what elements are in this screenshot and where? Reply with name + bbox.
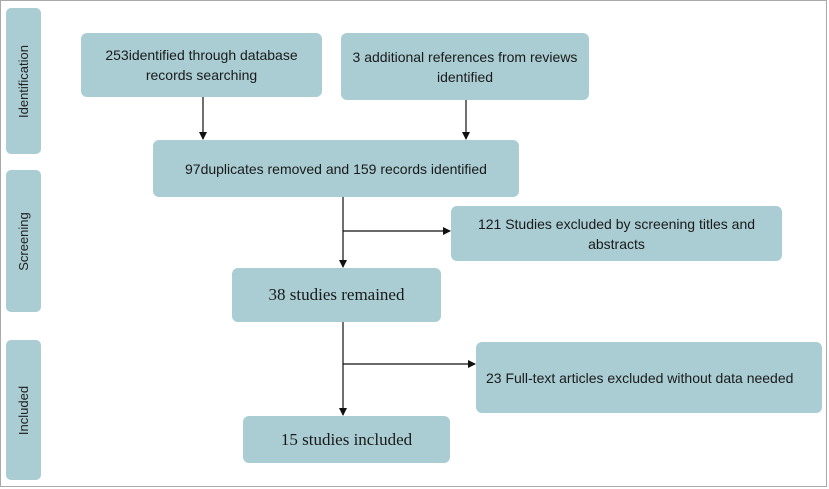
box-excluded-fulltext: 23 Full-text articles excluded without d… (476, 342, 822, 413)
phase-included: Included (6, 340, 41, 480)
box-duplicates-removed: 97duplicates removed and 159 records ide… (153, 140, 519, 197)
box-database-records: 253identified through database records s… (81, 33, 322, 97)
box-excluded-titles-abstracts: 121 Studies excluded by screening titles… (451, 206, 782, 261)
phase-identification: Identification (6, 8, 41, 154)
box-studies-remained: 38 studies remained (232, 268, 441, 322)
box-studies-included: 15 studies included (243, 416, 450, 463)
phase-screening: Screening (6, 170, 41, 312)
box-additional-references: 3 additional references from reviews ide… (341, 33, 589, 100)
